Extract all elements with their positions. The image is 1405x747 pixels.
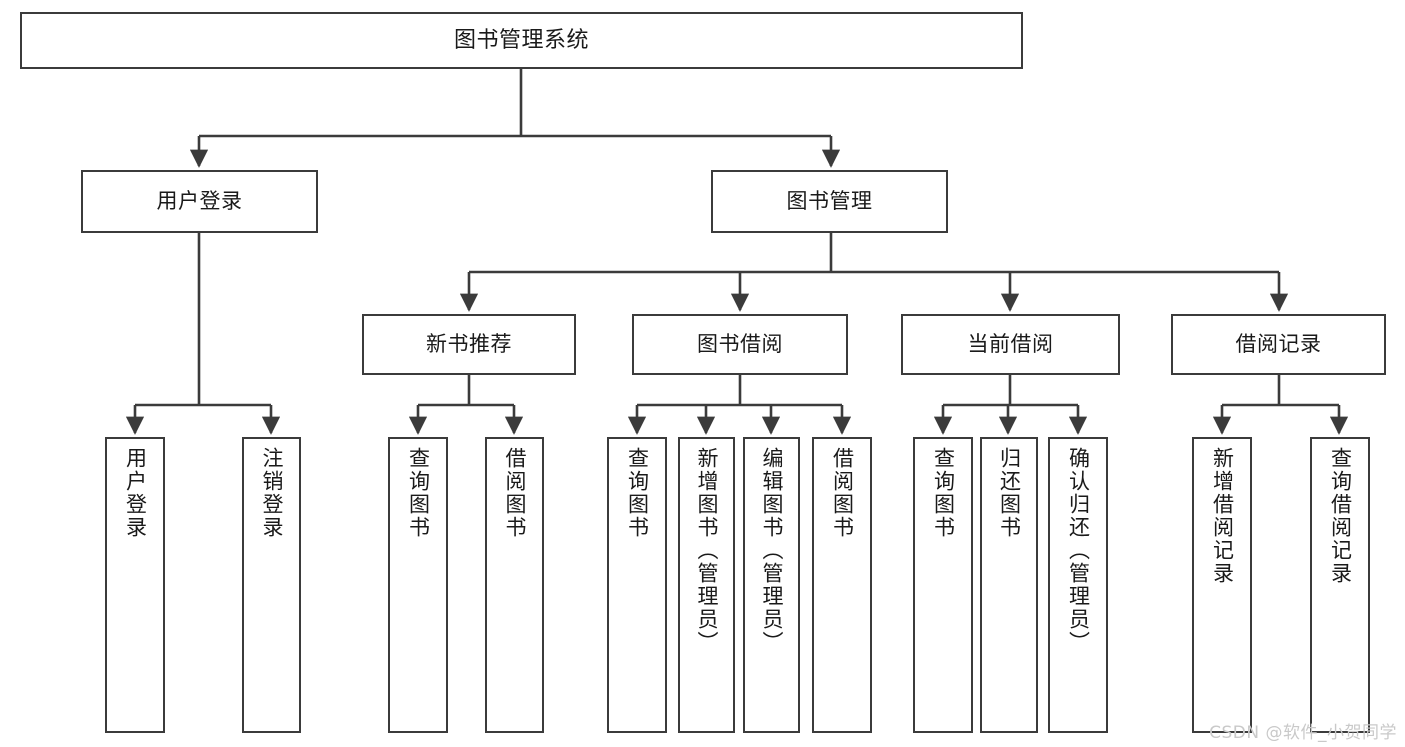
leaf-confirm-return-label: 确认归还（管理员）	[1066, 447, 1091, 654]
node-current-borrow-label: 当前借阅	[967, 332, 1054, 357]
leaf-borrow-book-1-label: 借阅图书	[503, 447, 528, 539]
node-root[interactable]: 图书管理系统	[20, 12, 1023, 69]
leaf-query-book-1[interactable]: 查询图书	[388, 437, 448, 733]
leaf-query-book-3[interactable]: 查询图书	[913, 437, 973, 733]
leaf-query-borrow-record[interactable]: 查询借阅记录	[1310, 437, 1370, 733]
node-user-login[interactable]: 用户登录	[81, 170, 318, 233]
leaf-add-borrow-record[interactable]: 新增借阅记录	[1192, 437, 1252, 733]
node-new-book-recommend-label: 新书推荐	[426, 332, 512, 357]
leaf-query-borrow-record-label: 查询借阅记录	[1328, 447, 1353, 585]
node-current-borrow[interactable]: 当前借阅	[901, 314, 1120, 375]
leaf-query-book-2-label: 查询图书	[625, 447, 650, 539]
watermark: CSDN @软件_小贺同学	[1209, 723, 1397, 743]
node-new-book-recommend[interactable]: 新书推荐	[362, 314, 576, 375]
leaf-borrow-book-2[interactable]: 借阅图书	[812, 437, 872, 733]
leaf-add-book-label: 新增图书（管理员）	[695, 447, 720, 654]
node-borrow-record[interactable]: 借阅记录	[1171, 314, 1386, 375]
leaf-user-login[interactable]: 用户登录	[105, 437, 165, 733]
node-book-management[interactable]: 图书管理	[711, 170, 948, 233]
leaf-query-book-1-label: 查询图书	[406, 447, 431, 539]
node-root-label: 图书管理系统	[453, 27, 589, 53]
leaf-user-login-label: 用户登录	[123, 447, 148, 539]
leaf-logout-login[interactable]: 注销登录	[242, 437, 301, 733]
leaf-edit-book-label: 编辑图书（管理员）	[760, 447, 785, 654]
leaf-confirm-return[interactable]: 确认归还（管理员）	[1048, 437, 1108, 733]
leaf-edit-book[interactable]: 编辑图书（管理员）	[743, 437, 800, 733]
leaf-borrow-book-2-label: 借阅图书	[830, 447, 855, 539]
leaf-add-borrow-record-label: 新增借阅记录	[1210, 447, 1235, 585]
node-borrow-record-label: 借阅记录	[1235, 332, 1322, 357]
node-book-borrow-label: 图书借阅	[697, 332, 783, 357]
node-book-borrow[interactable]: 图书借阅	[632, 314, 848, 375]
node-book-management-label: 图书管理	[786, 189, 873, 214]
leaf-query-book-3-label: 查询图书	[931, 447, 956, 539]
leaf-add-book[interactable]: 新增图书（管理员）	[678, 437, 735, 733]
leaf-query-book-2[interactable]: 查询图书	[607, 437, 667, 733]
leaf-logout-login-label: 注销登录	[260, 447, 285, 539]
leaf-borrow-book-1[interactable]: 借阅图书	[485, 437, 544, 733]
leaf-return-book[interactable]: 归还图书	[980, 437, 1038, 733]
node-user-login-label: 用户登录	[156, 189, 243, 214]
leaf-return-book-label: 归还图书	[997, 447, 1022, 539]
